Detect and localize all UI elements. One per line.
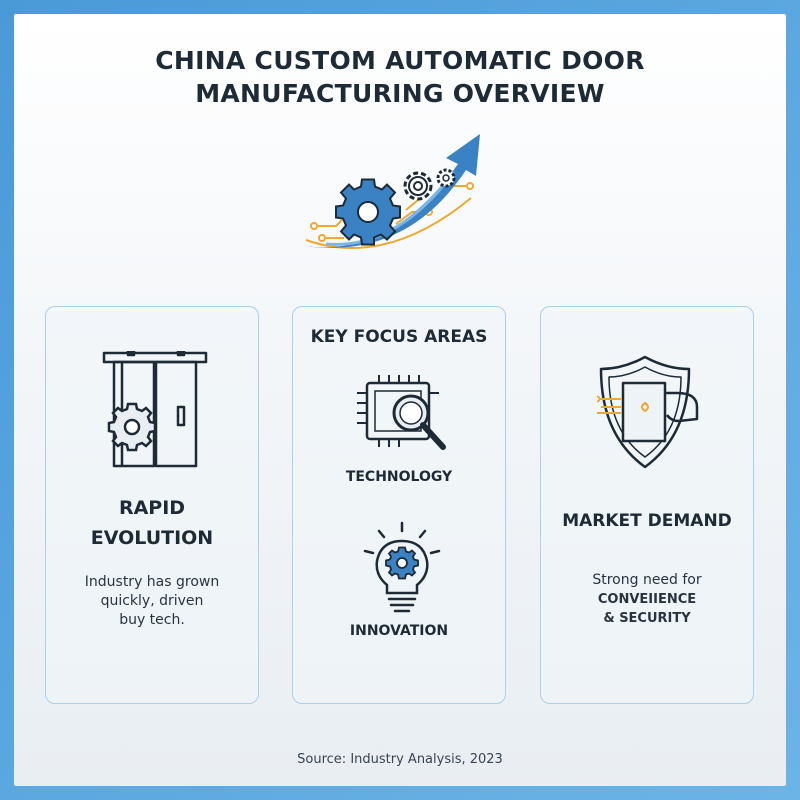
- rapid-heading-line-2: EVOLUTION: [90, 527, 214, 549]
- market-text-line-1: Strong need for: [592, 572, 702, 588]
- chip-magnifier-icon: [357, 375, 446, 450]
- market-demand-text: Strong need for CONVEIIENCE & SECURITY: [541, 571, 753, 628]
- automatic-door-gear-icon: [102, 351, 208, 468]
- market-demand-heading: MARKET DEMAND: [562, 511, 732, 531]
- market-text-line-2: CONVEIIENCE: [597, 592, 697, 607]
- rapid-evolution-heading: RAPID EVOLUTION: [46, 493, 258, 553]
- market-text-line-3: & SECURITY: [603, 611, 691, 626]
- title-line-1: CHINA CUSTOM AUTOMATIC DOOR: [155, 46, 645, 75]
- card-market-demand: MARKET DEMAND Strong need for CONVEIIENC…: [540, 306, 754, 704]
- lightbulb-gear-icon: [363, 521, 441, 613]
- growth-arrow-with-gears-icon: [304, 134, 480, 249]
- rapid-heading-line-1: RAPID: [118, 497, 186, 519]
- page-title: CHINA CUSTOM AUTOMATIC DOOR MANUFACTURIN…: [0, 44, 800, 110]
- source-caption: Source: Industry Analysis, 2023: [297, 752, 503, 767]
- technology-label: TECHNOLOGY: [345, 469, 453, 485]
- innovation-label: INNOVATION: [349, 623, 449, 639]
- key-focus-heading: KEY FOCUS AREAS: [310, 327, 488, 347]
- rapid-text-line-3: buy tech.: [119, 612, 185, 628]
- shield-hand-door-icon: [597, 355, 699, 469]
- card-rapid-evolution: RAPID EVOLUTION Industry has grown quick…: [45, 306, 259, 704]
- title-line-2: MANUFACTURING OVERVIEW: [195, 79, 605, 108]
- rapid-text-line-2: quickly, driven: [100, 593, 204, 609]
- rapid-evolution-text: Industry has grown quickly, driven buy t…: [46, 573, 258, 630]
- rapid-text-line-1: Industry has grown: [84, 574, 220, 590]
- card-key-focus-areas: KEY FOCUS AREAS TECHNOLOGY: [292, 306, 506, 704]
